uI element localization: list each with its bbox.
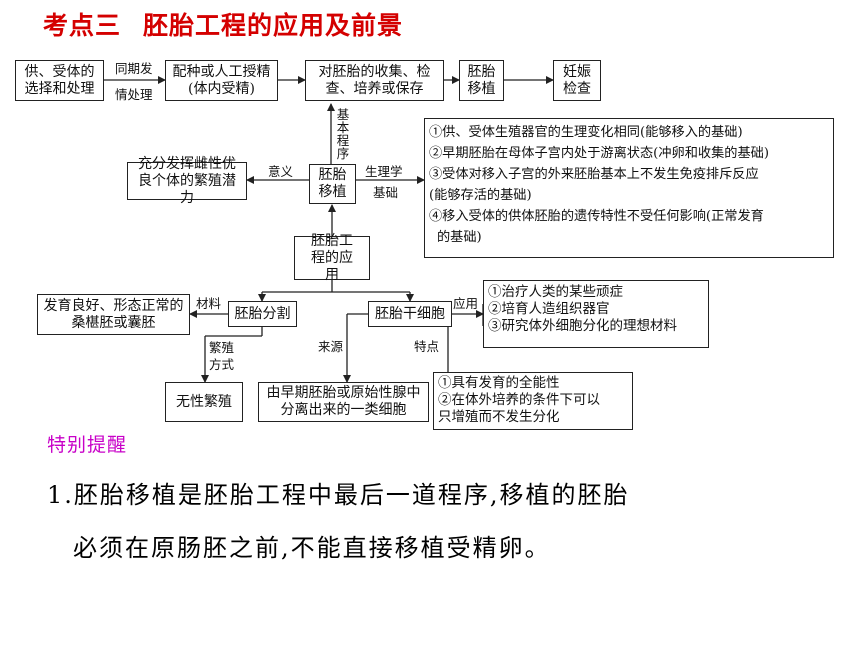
physiology-label-1: 生理学 (365, 164, 403, 179)
significance-box: 充分发挥雌性优良个体的繁殖潜力 (127, 156, 247, 206)
stem-cell-feature-box: ①具有发育的全能性 ②在体外培养的条件下可以 只增殖而不发生分化 (433, 372, 633, 430)
feature-item: ②在体外培养的条件下可以 (438, 392, 600, 408)
asexual-reproduction-box: 无性繁殖 (165, 382, 243, 422)
material-label: 材料 (196, 296, 222, 311)
stem-cell-application-box: ①治疗人类的某些顽症 ②培育人造组织器官 ③研究体外细胞分化的理想材料 (483, 280, 709, 348)
page-title: 考点三胚胎工程的应用及前景 (43, 11, 404, 40)
significance-label: 意义 (268, 164, 294, 179)
mating-insemination-box: 配种或人工授精(体内受精) (165, 60, 278, 101)
physiological-basis-box: ①供、受体生殖器官的生理变化相同(能够移入的基础) ②早期胚胎在母体子宫内处于游… (424, 118, 834, 258)
synchronization-label-bottom: 情处理 (115, 87, 153, 102)
note-line-2: 必须在原肠胚之前,不能直接移植受精卵。 (73, 534, 551, 562)
basis-item: (能够存活的基础) (429, 188, 532, 203)
basis-item: ④移入受体的供体胚胎的遗传特性不受任何影响(正常发育 (429, 209, 764, 224)
embryo-collection-box: 对胚胎的收集、检查、培养或保存 (305, 60, 444, 101)
application-item: ②培育人造组织器官 (488, 301, 610, 317)
basis-item: ①供、受体生殖器官的生理变化相同(能够移入的基础) (429, 125, 743, 140)
material-box: 发育良好、形态正常的桑椹胚或囊胚 (37, 294, 190, 335)
embryo-splitting-box: 胚胎分割 (228, 301, 297, 327)
application-box: 胚胎工程的应用 (294, 233, 370, 283)
pregnancy-check-box: 妊娠检查 (553, 60, 601, 101)
application-item: ③研究体外细胞分化的理想材料 (488, 318, 677, 334)
basis-item: ③受体对移入子宫的外来胚胎基本上不发生免疫排斥反应 (429, 167, 759, 182)
special-reminder-heading: 特别提醒 (47, 434, 128, 456)
basic-procedure-label: 基本程序 (336, 107, 350, 161)
feature-label: 特点 (414, 339, 440, 354)
donor-recipient-selection-box: 供、受体的选择和处理 (15, 60, 104, 101)
synchronization-label-top: 同期发 (115, 61, 153, 76)
application-item: ①治疗人类的某些顽症 (488, 284, 623, 300)
basis-item: ②早期胚胎在母体子宫内处于游离状态(冲卵和收集的基础) (429, 146, 769, 161)
apply-label: 应用 (453, 296, 479, 311)
embryo-transfer-step-box: 胚胎移植 (459, 60, 504, 101)
source-label: 来源 (318, 339, 344, 354)
physiology-label-2: 基础 (373, 185, 399, 200)
embryo-transfer-center-box: 胚胎移植 (309, 164, 356, 204)
feature-item: 只增殖而不发生分化 (438, 409, 560, 425)
embryonic-stem-cell-box: 胚胎干细胞 (368, 301, 452, 327)
stem-cell-source-box: 由早期胚胎或原始性腺中分离出来的一类细胞 (258, 382, 429, 422)
basis-item: 的基础) (437, 230, 482, 245)
reproduction-method-label: 繁殖方式 (209, 340, 235, 372)
feature-item: ①具有发育的全能性 (438, 375, 560, 391)
note-line-1: 1.胚胎移植是胚胎工程中最后一道程序,移植的胚胎 (47, 481, 630, 509)
